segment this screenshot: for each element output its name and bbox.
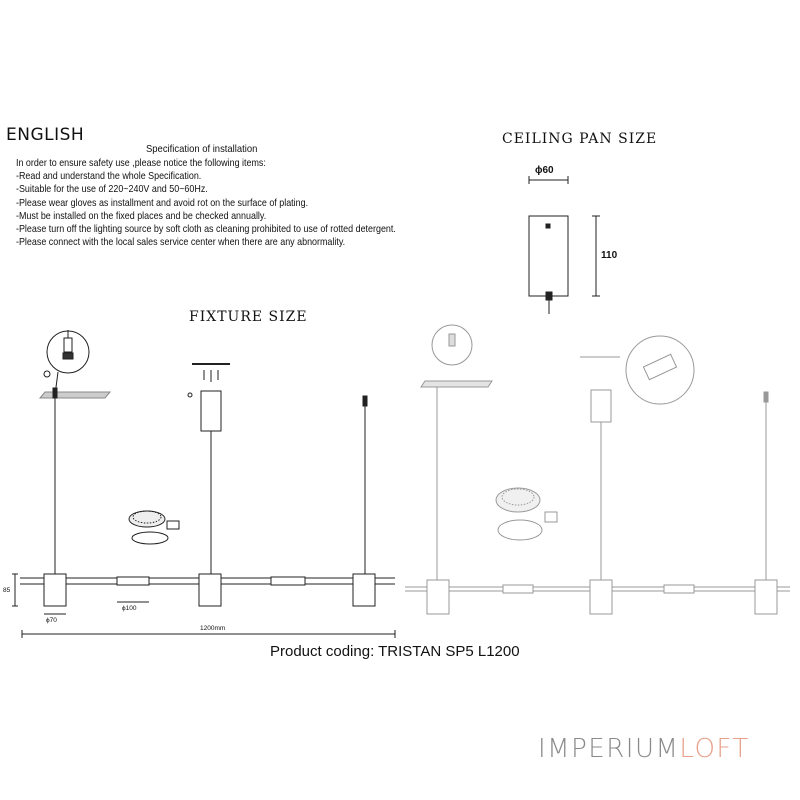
spec-item: -Suitable for the use of 220~240V and 50…: [16, 184, 208, 196]
brand-logo: IMPERIUMLOFT: [538, 734, 750, 764]
fixture-length-label: 1200mm: [200, 625, 226, 632]
product-coding: Product coding: TRISTAN SP5 L1200: [270, 643, 520, 660]
spec-item: -Please turn off the lighting source by …: [16, 224, 396, 236]
spec-item: -Please connect with the local sales ser…: [16, 237, 346, 249]
ceiling-pan-diameter-label: ϕ60: [535, 165, 554, 176]
spec-item: -Read and understand the whole Specifica…: [16, 171, 202, 183]
spec-item: In order to ensure safety use ,please no…: [16, 158, 266, 169]
ceiling-pan-title: CEILING PAN SIZE: [502, 131, 658, 147]
spec-item: -Must be installed on the fixed places a…: [16, 210, 267, 222]
fixture-title: FIXTURE SIZE: [189, 309, 308, 325]
lamp-head: [352, 573, 376, 607]
fixture-drawing-right: [405, 324, 790, 615]
ceiling-pan-height-label: 110: [601, 250, 618, 261]
fixture-segment-label: ϕ100: [122, 605, 137, 612]
fixture-diameter-label: ϕ70: [46, 617, 57, 624]
language-label: ENGLISH: [6, 125, 85, 145]
lamp-head: [198, 573, 222, 607]
logo-part-loft: LOFT: [679, 734, 750, 764]
fixture-drawing-left: [12, 330, 396, 638]
logo-part-imperium: IMPERIUM: [538, 734, 680, 764]
spec-list: In order to ensure safety use ,please no…: [16, 157, 396, 249]
spec-title: Specification of installation: [146, 143, 258, 155]
ceiling-pan-drawing: [528, 176, 600, 314]
lamp-head: [43, 573, 67, 607]
spec-item: -Please wear gloves as installment and a…: [16, 197, 309, 209]
fixture-height-label: 85: [3, 587, 11, 594]
